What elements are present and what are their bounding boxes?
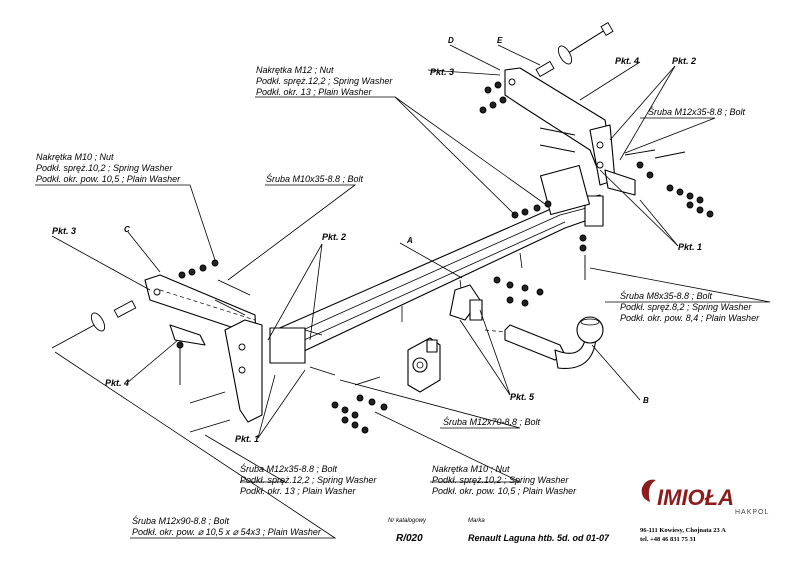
socket-plate bbox=[407, 284, 483, 393]
letter-c: C bbox=[124, 225, 130, 234]
title-block: Nr katalogowy R/020 Marka Renault Laguna… bbox=[388, 518, 610, 544]
callout-bolt-m12x90: Śruba M12x90-8.8 ; Bolt Podkł. okr. pow.… bbox=[132, 515, 322, 537]
pkt-3-top: Pkt. 3 bbox=[430, 67, 454, 77]
pkt-5: Pkt. 5 bbox=[510, 392, 535, 402]
leader-lines bbox=[35, 44, 771, 539]
callout-line: Podkł. okr. pow. ⌀ 10,5 x ⌀ 54x3 ; Plain… bbox=[132, 527, 322, 537]
brand-logo: IMIOŁA HAKPOL 96-111 Kowiesy, Chojnata 2… bbox=[640, 479, 769, 543]
callout-line: Podkł. okr. 13 ; Plain Washer bbox=[256, 87, 373, 97]
pkt-1-right: Pkt. 1 bbox=[678, 242, 702, 252]
vehicle-model: Renault Laguna htb. 5d. od 01-07 bbox=[468, 533, 610, 543]
fasteners bbox=[51, 22, 714, 434]
callout-line: Podkł. spręż.10,2 ; Spring Washer bbox=[36, 163, 173, 173]
brand-address: 96-111 Kowiesy, Chojnata 23 A bbox=[640, 527, 726, 534]
ball-neck-b bbox=[504, 316, 604, 369]
catalog-label: Nr katalogowy bbox=[388, 518, 427, 524]
pkt-3-left: Pkt. 3 bbox=[52, 226, 76, 236]
letter-d: D bbox=[448, 36, 454, 45]
pkt-2-middle: Pkt. 2 bbox=[322, 232, 346, 242]
brand-sub: HAKPOL bbox=[735, 509, 769, 516]
callout-bolt-m12x70: Śruba M12x70-8.8 ; Bolt bbox=[443, 416, 541, 427]
callout-line: Nakrętka M12 ; Nut bbox=[256, 65, 334, 75]
callout-line: Śruba M12x90-8.8 ; Bolt bbox=[132, 515, 230, 526]
callout-line: Podkł. okr. 13 ; Plain Washer bbox=[240, 486, 357, 496]
letter-e: E bbox=[497, 36, 503, 45]
make-label: Marka bbox=[468, 518, 485, 524]
right-bracket-d bbox=[504, 67, 636, 196]
part-letters: D E C A B bbox=[124, 36, 649, 405]
point-labels: Pkt. 3 Pkt. 4 Pkt. 2 Pkt. 1 Pkt. 3 Pkt. … bbox=[52, 56, 702, 444]
callout-line: Nakrętka M10 ; Nut bbox=[36, 152, 114, 162]
pkt-4-top: Pkt. 4 bbox=[615, 56, 639, 66]
callout-line: Podkł. spręż.8,2 ; Spring Washer bbox=[620, 302, 752, 312]
callout-line: Podkł. spręż.12,2 ; Spring Washer bbox=[240, 475, 377, 485]
pkt-1-bottom: Pkt. 1 bbox=[235, 434, 259, 444]
callout-bolt-m12x35-bottom: Śruba M12x35-8.8 ; Bolt Podkł. spręż.12,… bbox=[240, 463, 377, 496]
callout-line: Podkł. spręż.12,2 ; Spring Washer bbox=[256, 76, 393, 86]
letter-b: B bbox=[643, 396, 649, 405]
hook-logo-icon bbox=[641, 479, 656, 502]
pkt-2-top: Pkt. 2 bbox=[672, 56, 696, 66]
callout-line: Podkł. okr. pow. 10,5 ; Plain Washer bbox=[432, 486, 577, 496]
callout-line: Podkł. spręż.10,2 ; Spring Washer bbox=[432, 475, 569, 485]
callout-line: Nakrętka M10 ; Nut bbox=[432, 464, 510, 474]
callout-left-nut-m10: Nakrętka M10 ; Nut Podkł. spręż.10,2 ; S… bbox=[36, 152, 181, 184]
callout-line: Śruba M12x35-8.8 ; Bolt bbox=[240, 463, 338, 474]
callout-bolt-m10x35: Śruba M10x35-8.8 ; Bolt bbox=[266, 173, 364, 184]
callout-line: Podkł. okr. pow. 10,5 ; Plain Washer bbox=[36, 174, 181, 184]
crossbar-a bbox=[269, 164, 604, 364]
callout-bolt-m8x35: Śruba M8x35-8.8 ; Bolt Podkł. spręż.8,2 … bbox=[620, 290, 760, 323]
callout-line: Podkł. okr. pow. 8,4 ; Plain Washer bbox=[620, 313, 760, 323]
catalog-number: R/020 bbox=[396, 533, 423, 544]
brand-name: IMIOŁA bbox=[657, 485, 734, 510]
pkt-4-left: Pkt. 4 bbox=[105, 378, 129, 388]
callout-line: Śruba M8x35-8.8 ; Bolt bbox=[620, 290, 713, 301]
callout-top-nut-m12: Nakrętka M12 ; Nut Podkł. spręż.12,2 ; S… bbox=[256, 65, 393, 97]
callout-bottom-nut-m10: Nakrętka M10 ; Nut Podkł. spręż.10,2 ; S… bbox=[432, 464, 577, 496]
brand-phone: tel. +48 46 831 75 31 bbox=[640, 536, 696, 543]
letter-a: A bbox=[406, 236, 413, 245]
left-bracket-c bbox=[144, 274, 263, 423]
callout-bolt-m12x35-right: Śruba M12x35-8.8 ; Bolt bbox=[648, 106, 746, 117]
